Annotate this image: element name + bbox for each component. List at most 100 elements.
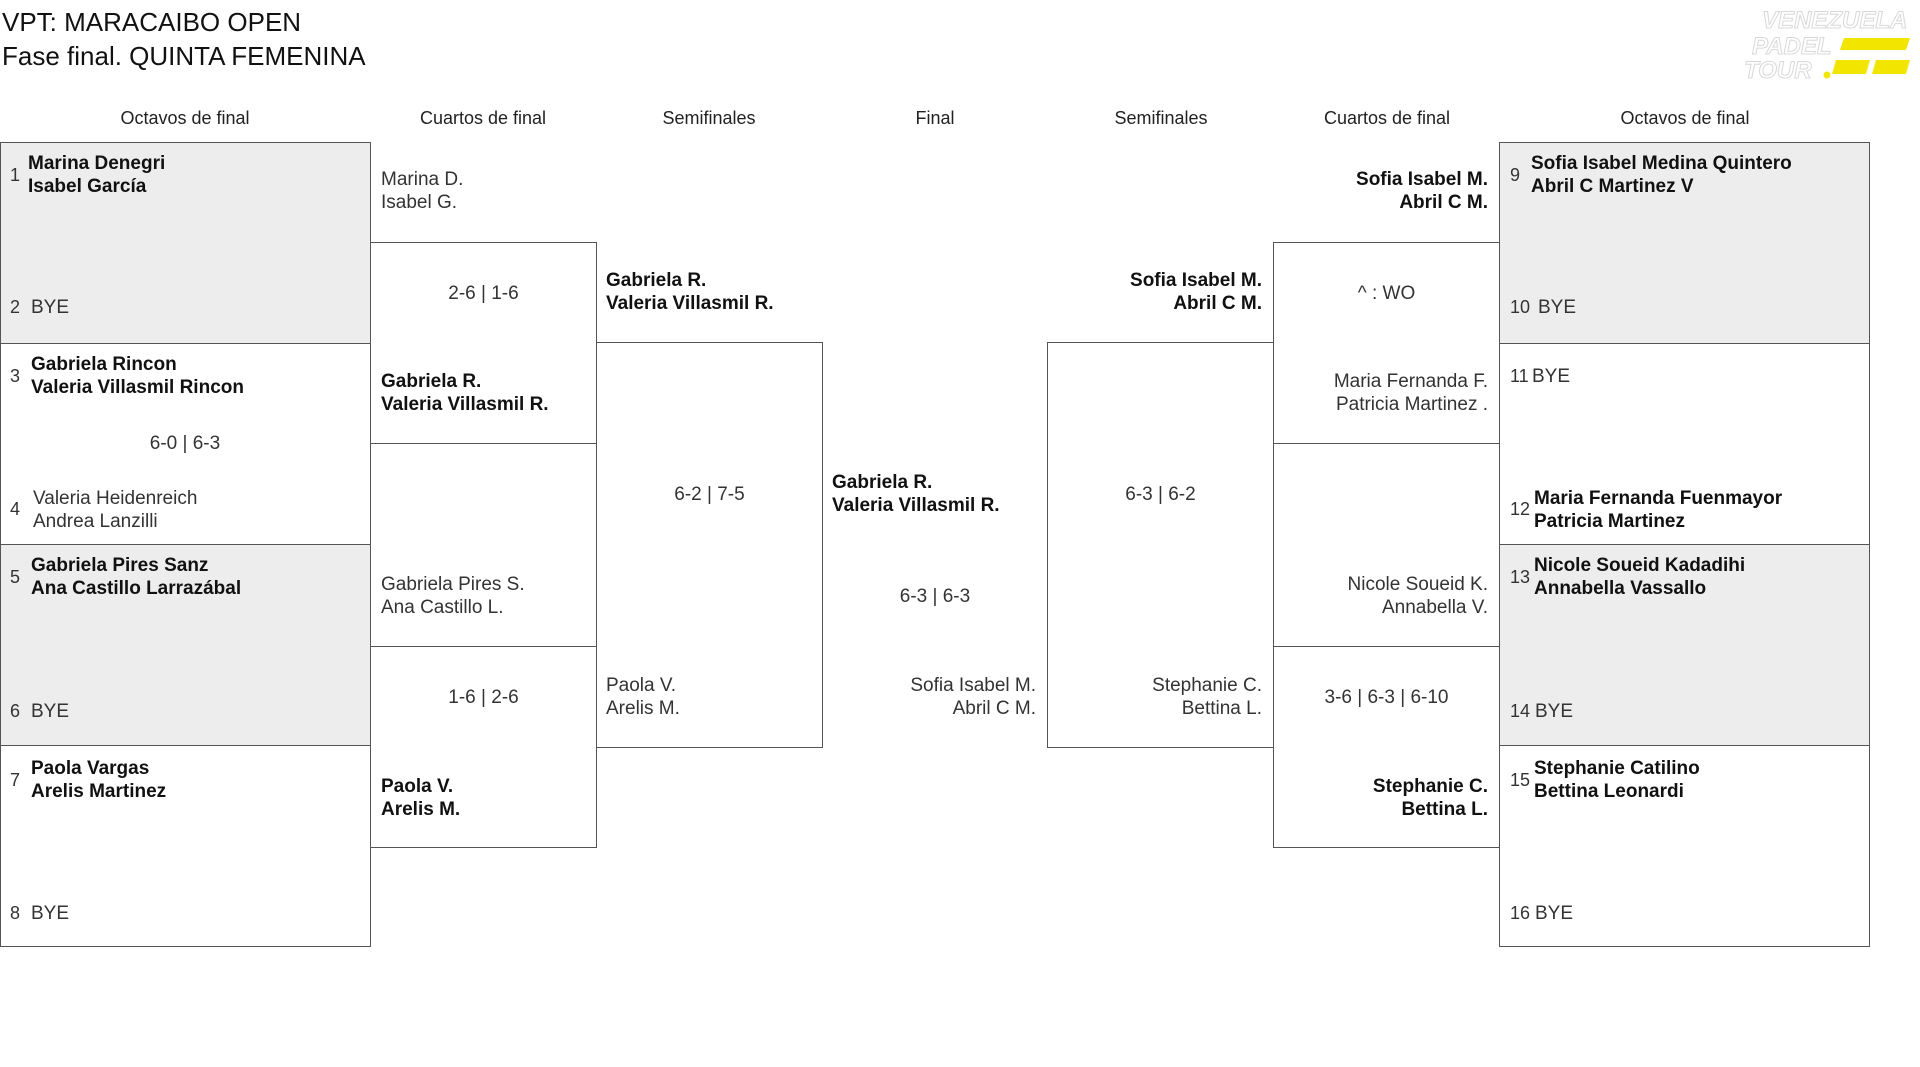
seed-number: 15	[1510, 770, 1531, 790]
team-player: Nicole Soueid Kadadihi	[1534, 555, 1746, 576]
team-player: Abril C Martinez V	[1531, 176, 1694, 197]
final-score: 6-3 | 6-3	[899, 586, 971, 607]
team-player: Ana Castillo Larrazábal	[31, 578, 242, 599]
team-player: Stephanie C.	[1372, 776, 1488, 797]
team-player: Sofia Isabel M.	[910, 675, 1036, 696]
qf-left-match-1	[370, 242, 597, 444]
team-player: Stephanie Catilino	[1534, 758, 1700, 779]
team-player: BYE	[1532, 366, 1571, 387]
final-winner-player: Gabriela R.	[832, 472, 933, 493]
team-player: Bettina L.	[1181, 698, 1262, 719]
match-score: 6-3 | 6-2	[1125, 484, 1196, 505]
team-player: Valeria Villasmil R.	[381, 394, 549, 415]
r16-left-match-2	[0, 343, 371, 545]
seed-number: 3	[10, 366, 21, 386]
team-player: Arelis M.	[606, 698, 680, 719]
team-player: Arelis M.	[381, 799, 461, 820]
r16-right-match-4	[1499, 745, 1870, 947]
team-player: Annabella Vassallo	[1534, 578, 1707, 599]
sf-right-match	[1047, 342, 1274, 748]
r16-left-match-1	[0, 142, 371, 344]
team-player: Gabriela Rincon	[31, 354, 177, 375]
svg-text:PADEL: PADEL	[1752, 33, 1832, 60]
final-winner-player: Valeria Villasmil R.	[832, 495, 1000, 516]
seed-number: 7	[10, 770, 21, 790]
team-player: Gabriela Pires S.	[381, 574, 525, 595]
team-player: BYE	[1538, 297, 1577, 318]
seed-number: 4	[10, 499, 21, 519]
r16-right-match-2	[1499, 343, 1870, 545]
team-player: Gabriela Pires Sanz	[31, 555, 209, 576]
team-player: Sofia Isabel Medina Quintero	[1531, 153, 1792, 174]
header-left-semifinales: Semifinales	[662, 108, 756, 128]
team-player: Patricia Martinez .	[1335, 394, 1488, 415]
team-player: Nicole Soueid K.	[1347, 574, 1488, 595]
team-player: Gabriela R.	[381, 371, 482, 392]
seed-number: 8	[10, 903, 21, 923]
seed-number: 16	[1510, 903, 1531, 923]
match-score: 6-2 | 7-5	[674, 484, 745, 505]
team-player: Valeria Villasmil R.	[606, 293, 774, 314]
header-left-cuartos: Cuartos de final	[419, 108, 547, 128]
team-player: Ana Castillo L.	[381, 597, 504, 618]
team-player: Valeria Villasmil Rincon	[31, 377, 244, 398]
match-score: ^ : WO	[1357, 283, 1416, 304]
team-player: Abril C M.	[1399, 192, 1488, 213]
team-player: BYE	[1535, 903, 1574, 924]
team-player: Sofia Isabel M.	[1356, 169, 1488, 190]
venezuela-padel-tour-logo: VENEZUELA PADEL TOUR	[1740, 4, 1916, 85]
page-subtitle: Fase final. QUINTA FEMENINA	[2, 41, 366, 71]
header-right-semifinales: Semifinales	[1114, 108, 1208, 128]
page-title: VPT: MARACAIBO OPEN	[2, 7, 302, 37]
team-player: Bettina L.	[1401, 799, 1488, 820]
match-score: 6-0 | 6-3	[149, 433, 221, 454]
seed-number: 13	[1510, 567, 1531, 587]
match-score: 1-6 | 2-6	[448, 687, 519, 708]
seed-number: 2	[10, 297, 21, 317]
seed-number: 6	[10, 701, 21, 721]
team-player: Gabriela R.	[606, 270, 707, 291]
team-player: BYE	[31, 903, 70, 924]
team-player: Sofia Isabel M.	[1130, 270, 1262, 291]
team-player: Isabel García	[28, 176, 147, 197]
team-player: Paola Vargas	[31, 758, 150, 779]
team-player: Abril C M.	[1173, 293, 1262, 314]
team-player: Paola V.	[606, 675, 677, 696]
match-score: 3-6 | 6-3 | 6-10	[1324, 687, 1449, 708]
team-player: BYE	[31, 701, 70, 722]
match-score: 2-6 | 1-6	[448, 283, 519, 304]
team-player: BYE	[1535, 701, 1574, 722]
r16-right-match-1	[1499, 142, 1870, 344]
team-player: Maria Fernanda F.	[1333, 371, 1488, 392]
header-right-octavos: Octavos de final	[1620, 108, 1750, 128]
qf-left-match-2	[370, 646, 597, 848]
team-player: Annabella V.	[1381, 597, 1488, 618]
qf-right-match-2	[1273, 646, 1500, 848]
header-final: Final	[915, 108, 955, 128]
seed-number: 5	[10, 567, 21, 587]
team-player: Patricia Martinez	[1534, 511, 1685, 532]
svg-text:TOUR: TOUR	[1744, 57, 1812, 80]
team-player: Bettina Leonardi	[1534, 781, 1684, 802]
team-player: Stephanie C.	[1152, 675, 1262, 696]
team-player: Maria Fernanda Fuenmayor	[1534, 488, 1783, 509]
header-left-octavos: Octavos de final	[120, 108, 250, 128]
seed-number: 12	[1510, 499, 1531, 519]
seed-number: 10	[1510, 297, 1531, 317]
qf-right-match-1	[1273, 242, 1500, 444]
team-player: Andrea Lanzilli	[33, 511, 158, 532]
team-player: Arelis Martinez	[31, 781, 167, 802]
team-player: Marina D.	[381, 169, 464, 190]
team-player: BYE	[31, 297, 70, 318]
seed-number: 14	[1510, 701, 1531, 721]
team-player: Abril C M.	[952, 698, 1036, 719]
team-player: Isabel G.	[381, 192, 458, 213]
seed-number: 9	[1510, 165, 1521, 185]
r16-left-match-4	[0, 745, 371, 947]
team-player: Marina Denegri	[28, 153, 166, 174]
svg-text:VENEZUELA: VENEZUELA	[1762, 7, 1907, 34]
sf-left-match	[596, 342, 823, 748]
team-player: Paola V.	[381, 776, 454, 797]
r16-right-match-3	[1499, 544, 1870, 746]
team-player: Valeria Heidenreich	[33, 488, 198, 509]
